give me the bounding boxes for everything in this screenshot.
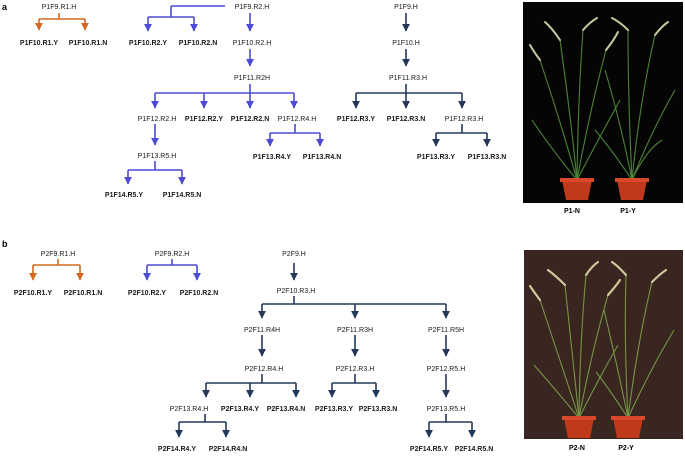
node-a-f11r2h: P1F11.R2H <box>234 75 270 82</box>
node-b-f9h: P2F9.H <box>282 251 306 258</box>
node-a-f12r2h: P1F12.R2.H <box>138 116 177 123</box>
node-b-f11r3h: P2F11.R3H <box>337 327 373 334</box>
tree-b-r1 <box>29 259 84 281</box>
node-b-f11r5h: P2F11.R5H <box>428 327 464 334</box>
node-b-r2n: P2F10.R2.N <box>180 290 219 297</box>
node-b-f14r5n: P2F14.R5.N <box>455 446 494 453</box>
node-b-f14r5y: P2F14.R5.Y <box>410 446 448 453</box>
node-a-f9h: P1F9.H <box>394 4 418 11</box>
node-a-f13r3y: P1F13.R3.Y <box>417 154 455 161</box>
node-b-f12r5h: P2F12.R5.H <box>427 366 466 373</box>
panel-label-a: a <box>2 2 8 12</box>
node-b-r1n: P2F10.R1.N <box>64 290 103 297</box>
node-b-f13r3n: P2F13.R3.N <box>359 406 398 413</box>
node-a-f12r2y: P1F12.R2.Y <box>185 116 223 123</box>
tree-b-r2 <box>143 259 201 281</box>
plant-photo-p2 <box>524 250 683 439</box>
photo-caption-p2n: P2-N <box>569 445 585 452</box>
node-a-f12r3h: P1F12.R3.H <box>445 116 484 123</box>
node-b-f10r3h: P2F10.R3.H <box>277 288 316 295</box>
node-b-f13r5h: P2F13.R5.H <box>427 406 466 413</box>
node-b-f13r4n: P2F13.R4.N <box>267 406 306 413</box>
node-b-f13r3y: P2F13.R3.Y <box>315 406 353 413</box>
node-b-r1y: P2F10.R1.Y <box>14 290 52 297</box>
node-a-f12r4h: P1F12.R4.H <box>278 116 317 123</box>
photo-caption-p1n: P1-N <box>564 208 580 215</box>
tree-a-r2 <box>124 5 324 185</box>
photo-caption-p2y: P2-Y <box>618 445 634 452</box>
node-b-r2h: P2F9.R2.H <box>155 251 190 258</box>
node-a-r2h: P1F9.R2.H <box>235 4 270 11</box>
node-a-r1n: P1F10.R1.N <box>69 40 108 47</box>
node-b-f13r4y: P2F13.R4.Y <box>221 406 259 413</box>
node-a-f13r3n: P1F13.R3.N <box>468 154 507 161</box>
node-b-r2y: P2F10.R2.Y <box>128 290 166 297</box>
node-a-r2n: P1F10.R2.N <box>179 40 218 47</box>
node-a-r2h10: P1F10.R2.H <box>233 40 272 47</box>
node-b-f12r3h: P2F12.R3.H <box>336 366 375 373</box>
node-a-f12r3y: P1F12.R3.Y <box>337 116 375 123</box>
node-b-f13r4h: P2F13.R4.H <box>170 406 209 413</box>
node-a-f14r5n: P1F14.R5.N <box>163 192 202 199</box>
panel-label-b: b <box>2 239 8 249</box>
tree-a-f9h <box>352 13 491 147</box>
node-a-r1y: P1F10.R1.Y <box>20 40 58 47</box>
node-a-f14r5y: P1F14.R5.Y <box>105 192 143 199</box>
node-b-f12r4h: P2F12.R4.H <box>245 366 284 373</box>
node-b-f11r4h: P2F11.R4H <box>244 327 280 334</box>
node-b-f14r4y: P2F14.R4.Y <box>158 446 196 453</box>
node-a-f13r5h: P1F13.R5.H <box>138 153 177 160</box>
node-a-f12r3n: P1F12.R3.N <box>387 116 426 123</box>
plant-photo-p1 <box>523 2 683 203</box>
node-a-r1h: P1F9.R1.H <box>42 4 77 11</box>
node-b-r1h: P2F9.R1.H <box>41 251 76 258</box>
node-a-f13r4n: P1F13.R4.N <box>303 154 342 161</box>
node-b-f14r4n: P2F14.R4.N <box>209 446 248 453</box>
node-a-f12r2n: P1F12.R2.N <box>231 116 270 123</box>
node-a-f11r3h: P1F11.R3.H <box>389 75 427 82</box>
node-a-f13r4y: P1F13.R4.Y <box>253 154 291 161</box>
photo-caption-p1y: P1-Y <box>620 208 636 215</box>
node-a-r2y: P1F10.R2.Y <box>129 40 167 47</box>
tree-a-r1 <box>35 13 89 31</box>
node-a-f10h: P1F10.H <box>392 40 420 47</box>
tree-b-f9h <box>175 263 476 438</box>
